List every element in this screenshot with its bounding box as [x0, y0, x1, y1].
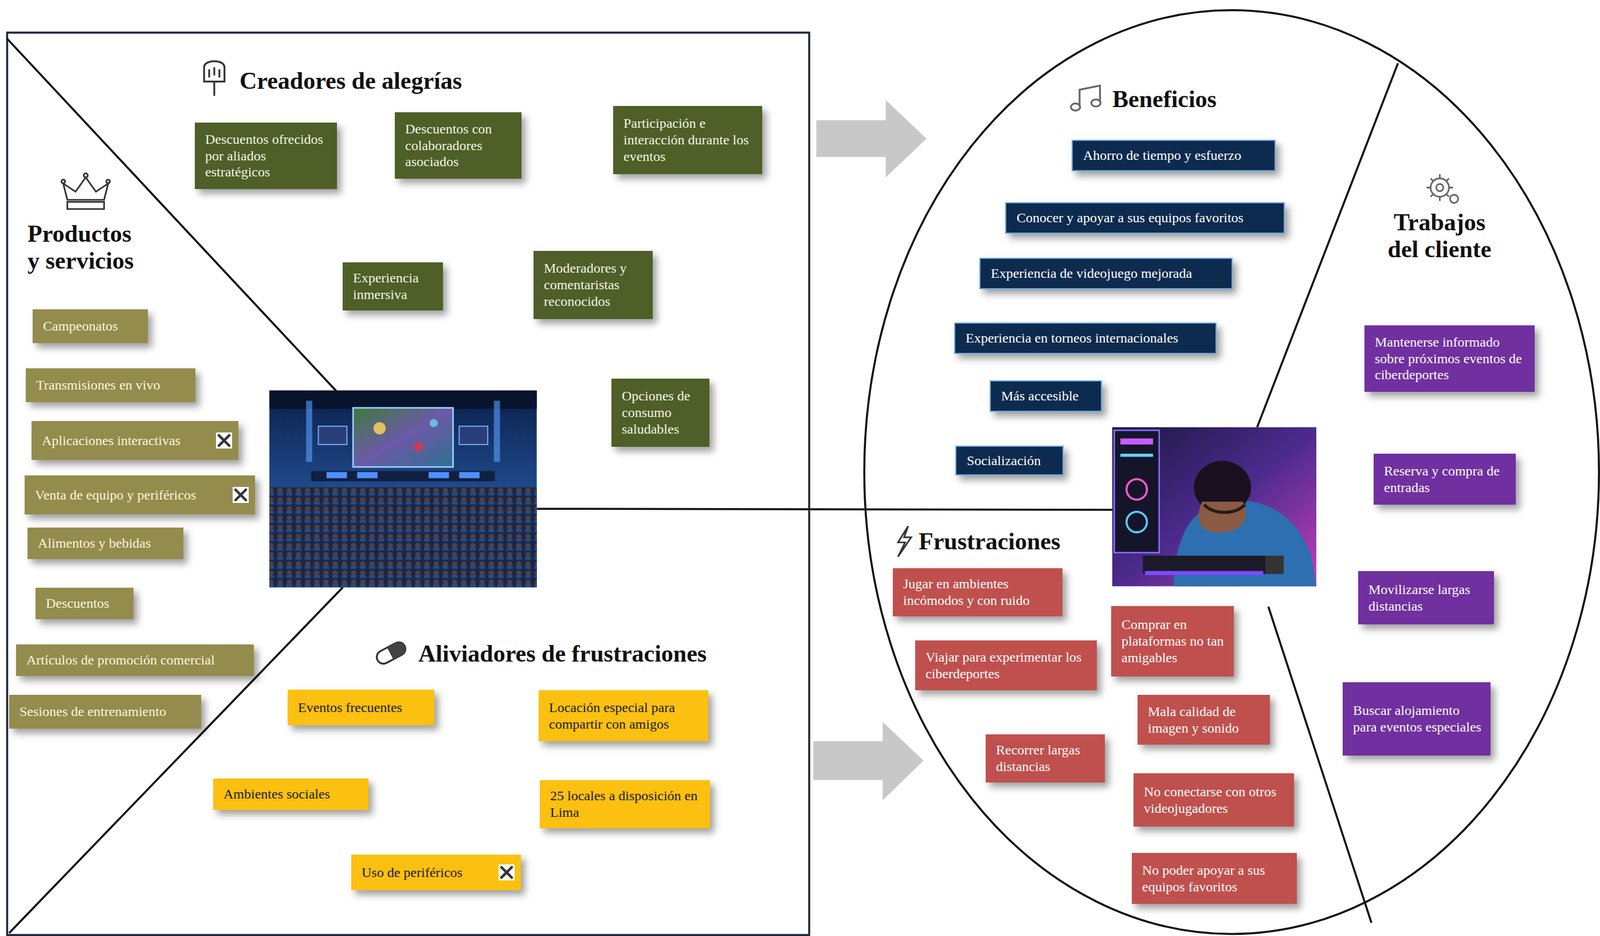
note-text: Transmisiones en vivo: [36, 377, 160, 394]
note-text: No conectarse con otros videojugadores: [1143, 783, 1285, 818]
gamer-illustration: [1112, 427, 1317, 587]
arena-illustration: [269, 390, 537, 588]
gain-creator-note: Participación e interacción durante los …: [613, 106, 763, 175]
pain-note: No conectarse con otros videojugadores: [1133, 773, 1294, 827]
note-text: Movilizarse largas distancias: [1368, 581, 1485, 615]
icon-pill: [374, 640, 408, 667]
note-text: Aplicaciones interactivas: [41, 432, 181, 450]
note-text: Recorrer largas distancias: [995, 742, 1096, 776]
section-heading: Productos y servicios: [27, 220, 143, 275]
pain-reliever-note: Uso de periféricos: [351, 855, 521, 891]
gain-creator-note: Descuentos con colaboradores asociados: [394, 112, 522, 179]
note-text: Opciones de consumo saludables: [621, 387, 701, 438]
note-text: Comprar en plataformas no tan amigables: [1121, 616, 1225, 666]
note-text: Jugar en ambientes incómodos y con ruido: [903, 575, 1054, 610]
gain-creator-note: Opciones de consumo saludables: [611, 378, 710, 447]
note-text: Ahorro de tiempo y esfuerzo: [1083, 147, 1242, 164]
note-text: Venta de equipo y periféricos: [34, 487, 196, 504]
note-text: Moderadores y comentaristas reconocidos: [543, 260, 644, 310]
pain-note: Comprar en plataformas no tan amigables: [1111, 606, 1234, 677]
note-text: Uso de periféricos: [361, 864, 463, 882]
note-text: Experiencia de videojuego mejorada: [990, 265, 1192, 282]
note-text: Socialización: [966, 452, 1041, 470]
note-text: Reserva y compra de entradas: [1383, 463, 1507, 497]
section-heading: Beneficios: [1112, 85, 1217, 113]
note-text: Mala calidad de imagen y sonido: [1147, 703, 1261, 737]
note-text: Descuentos: [45, 595, 110, 613]
gain-creator-note: Moderadores y comentaristas reconocidos: [533, 251, 653, 320]
pain-note: Mala calidad de imagen y sonido: [1137, 695, 1270, 745]
pain-reliever-note: 25 locales a disposición en Lima: [539, 780, 711, 829]
icon-gear: [1426, 174, 1458, 203]
gain-creator-note: Descuentos ofrecidos por aliados estraté…: [194, 122, 337, 190]
pain-reliever-note: Eventos frecuentes: [287, 689, 435, 726]
note-text: Descuentos ofrecidos por aliados estraté…: [205, 131, 328, 181]
note-text: Ambientes sociales: [223, 786, 331, 803]
product-note: Artículos de promoción comercial: [16, 644, 254, 677]
pain-reliever-note: Ambientes sociales: [213, 778, 369, 811]
pain-note: Jugar en ambientes incómodos y con ruido: [892, 568, 1063, 617]
job-note: Buscar alojamiento para eventos especial…: [1342, 682, 1491, 756]
note-text: Artículos de promoción comercial: [26, 652, 215, 669]
pain-note: Recorrer largas distancias: [985, 734, 1105, 783]
gain-note: Más accesible: [989, 380, 1103, 413]
gain-note: Socialización: [955, 445, 1064, 476]
note-text: Descuentos con colaboradores asociados: [405, 120, 513, 171]
product-note: Transmisiones en vivo: [25, 368, 196, 403]
note-text: Sesiones de entrenamiento: [19, 703, 167, 721]
section-heading: Frustraciones: [918, 528, 1061, 556]
pain-reliever-note: Locación especial para compartir con ami…: [538, 690, 709, 742]
note-text: Participación e interacción durante los …: [623, 115, 754, 165]
note-text: Viajar para experimentar los ciberdeport…: [925, 649, 1088, 683]
gain-note: Ahorro de tiempo y esfuerzo: [1071, 139, 1276, 172]
icon-lightning: [897, 526, 912, 557]
note-text: Eventos frecuentes: [297, 699, 403, 717]
gain-note: Conocer y apoyar a sus equipos favoritos: [1005, 202, 1285, 234]
job-note: Reserva y compra de entradas: [1373, 453, 1516, 505]
section-heading: Aliviadores de frustraciones: [418, 640, 707, 668]
icon-crown: [61, 173, 111, 210]
job-note: Movilizarse largas distancias: [1358, 571, 1494, 625]
note-text: Conocer y apoyar a sus equipos favoritos: [1016, 209, 1244, 227]
icon-ice-cream: [204, 61, 225, 97]
note-text: Alimentos y bebidas: [37, 535, 151, 552]
section-heading: Trabajos del cliente: [1379, 209, 1500, 264]
note-text: Más accesible: [1001, 387, 1079, 405]
note-text: Campeonatos: [42, 318, 119, 335]
gain-note: Experiencia de videojuego mejorada: [979, 257, 1233, 290]
gain-creator-note: Experiencia inmersiva: [342, 262, 443, 311]
note-text: Locación especial para compartir con ami…: [548, 699, 700, 733]
note-text: 25 locales a disposición en Lima: [550, 787, 701, 822]
removed-mark: [232, 486, 250, 504]
note-text: Mantenerse informado sobre próximos even…: [1374, 334, 1526, 384]
pain-note: Viajar para experimentar los ciberdeport…: [915, 640, 1097, 691]
note-text: Buscar alojamiento para eventos especial…: [1353, 702, 1482, 736]
product-note: Aplicaciones interactivas: [31, 421, 239, 461]
removed-mark: [215, 432, 233, 450]
removed-mark: [497, 864, 516, 882]
section-heading: Creadores de alegrías: [239, 67, 462, 95]
product-note: Sesiones de entrenamiento: [9, 695, 202, 729]
gain-note: Experiencia en torneos internacionales: [954, 322, 1217, 355]
note-text: Experiencia inmersiva: [353, 269, 434, 304]
job-note: Mantenerse informado sobre próximos even…: [1364, 325, 1535, 392]
product-note: Descuentos: [35, 587, 134, 620]
icon-music: [1071, 85, 1101, 112]
product-note: Campeonatos: [32, 309, 148, 344]
pain-note: No poder apoyar a sus equipos favoritos: [1131, 853, 1297, 905]
product-note: Venta de equipo y periféricos: [24, 475, 256, 515]
note-text: Experiencia en torneos internacionales: [965, 330, 1179, 347]
product-note: Alimentos y bebidas: [27, 527, 184, 560]
note-text: No poder apoyar a sus equipos favoritos: [1142, 862, 1288, 896]
